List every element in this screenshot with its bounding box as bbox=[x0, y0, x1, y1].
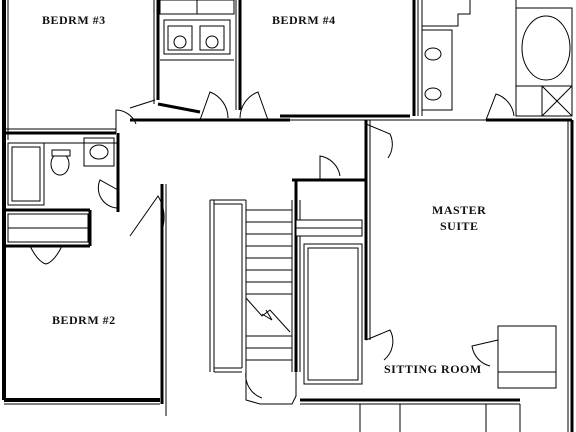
stair-treads bbox=[246, 209, 292, 361]
hall-walls bbox=[130, 102, 290, 122]
room-label-suite: SUITE bbox=[440, 219, 479, 233]
bedrm4-walls bbox=[235, 0, 490, 121]
staircase bbox=[209, 180, 301, 405]
master-bath bbox=[421, 0, 573, 122]
laundry-area bbox=[159, 0, 235, 61]
linen-closet bbox=[292, 120, 371, 340]
room-label-sitting-room: SITTING ROOM bbox=[384, 362, 482, 376]
room-label-master: MASTER bbox=[432, 203, 486, 217]
sitting-room-walls bbox=[300, 123, 557, 432]
hall-bath bbox=[4, 133, 120, 212]
room-label-bedrm3: BEDRM #3 bbox=[42, 13, 106, 27]
room-label-bedrm4: BEDRM #4 bbox=[272, 13, 336, 27]
bedrm2-walls bbox=[4, 184, 167, 416]
door-swings-top bbox=[115, 91, 269, 133]
bedrm3-walls bbox=[4, 0, 160, 135]
room-label-bedrm2: BEDRM #2 bbox=[52, 313, 116, 327]
